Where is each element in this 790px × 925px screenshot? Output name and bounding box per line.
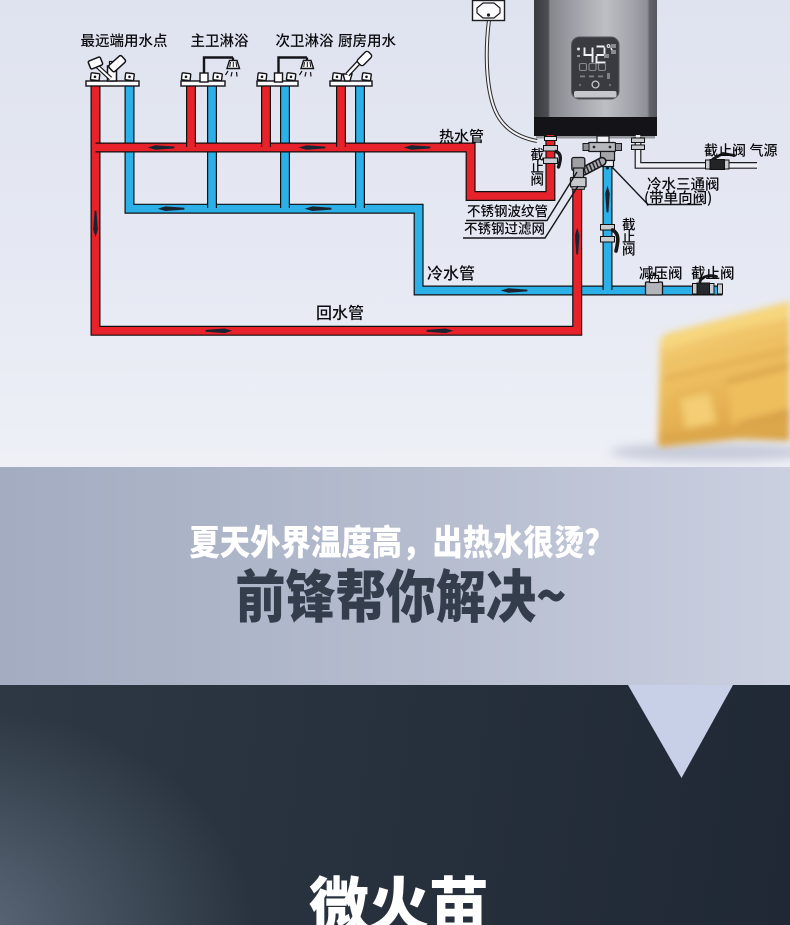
svg-text:厨房用水: 厨房用水 [338, 30, 396, 51]
svg-text:(带单向阀): (带单向阀) [644, 187, 712, 208]
svg-text:最远端用水点: 最远端用水点 [81, 30, 168, 51]
svg-text:次卫淋浴: 次卫淋浴 [276, 30, 334, 51]
svg-text:减压阀: 减压阀 [639, 263, 683, 284]
svg-text:热水管: 热水管 [439, 126, 484, 147]
svg-text:阀: 阀 [531, 168, 545, 188]
svg-text:阀: 阀 [622, 238, 636, 258]
svg-text:冷水三通阀: 冷水三通阀 [647, 174, 720, 195]
svg-text:截: 截 [531, 144, 545, 164]
svg-text:主卫淋浴: 主卫淋浴 [191, 30, 249, 51]
svg-text:冷水管: 冷水管 [427, 260, 475, 284]
svg-text:截止阀: 截止阀 [691, 263, 735, 284]
svg-text:止: 止 [622, 226, 636, 246]
svg-text:不锈钢波纹管: 不锈钢波纹管 [467, 200, 548, 220]
svg-text:回水管: 回水管 [316, 300, 364, 324]
svg-text:截: 截 [622, 214, 636, 234]
svg-text:止: 止 [531, 156, 545, 176]
svg-text:截止阀 气源: 截止阀 气源 [704, 141, 778, 161]
svg-text:不锈钢过滤网: 不锈钢过滤网 [464, 218, 545, 238]
